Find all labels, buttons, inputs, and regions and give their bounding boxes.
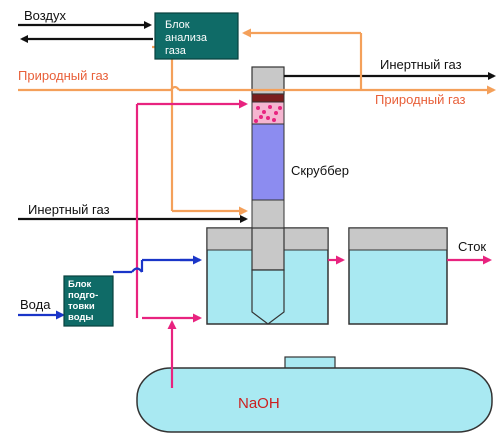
orange-lines (18, 28, 496, 216)
gas-analysis-line-3: газа (165, 45, 187, 57)
gas-analysis-block: Блок анализа газа (154, 12, 239, 60)
water-label: Вода (20, 297, 51, 312)
water-block-line-1: Блок (68, 279, 92, 290)
packing-dots (254, 105, 282, 123)
inert-gas-out-label: Инертный газ (380, 57, 462, 72)
gas-analysis-line-2: анализа (165, 32, 208, 44)
naoh-tank (136, 356, 493, 433)
water-block-line-2: подго- (68, 290, 98, 301)
blue-lines (18, 255, 202, 320)
air-label: Воздух (24, 8, 67, 23)
natural-gas-in-label: Природный газ (18, 68, 109, 83)
natural-gas-out-label: Природный газ (375, 92, 466, 107)
pink-lines (135, 99, 492, 388)
water-block-line-4: воды (68, 312, 94, 323)
water-treatment-block: Блок подго- товки воды (63, 275, 114, 327)
inert-gas-in-label: Инертный газ (28, 202, 110, 217)
water-block-line-3: товки (68, 301, 95, 312)
naoh-label: NaOH (238, 395, 280, 412)
drain-label: Сток (458, 239, 486, 254)
gas-analysis-line-1: Блок (165, 19, 190, 31)
black-lines (18, 21, 496, 223)
scrubber-column (251, 66, 285, 325)
scrubber-label: Скруббер (291, 163, 349, 178)
settling-tank (348, 227, 448, 325)
